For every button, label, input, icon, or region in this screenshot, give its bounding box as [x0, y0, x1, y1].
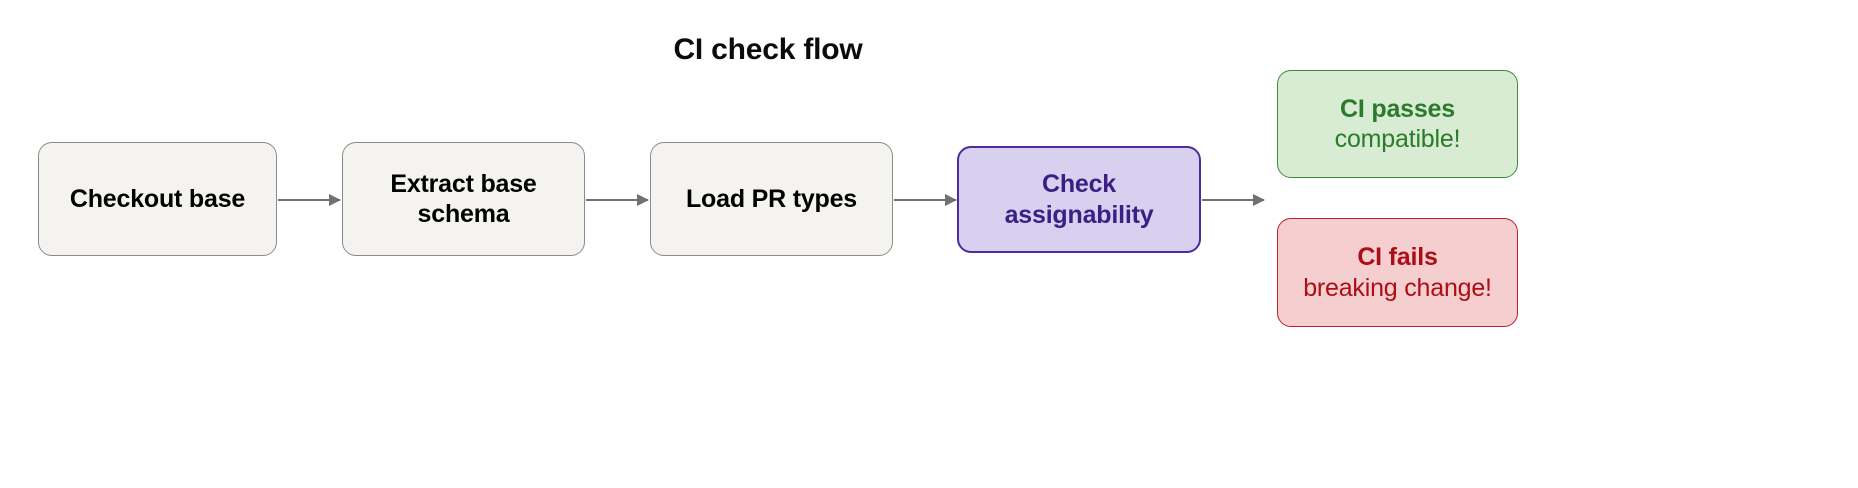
node-ci-passes[interactable]: CI passes compatible!	[1277, 70, 1518, 178]
node-check-assignability-label: Check	[1041, 170, 1117, 198]
edge-extract-base-schema-to-load-pr-types	[586, 194, 649, 206]
node-check-assignability-label-2: assignability	[1004, 200, 1154, 229]
diagram-title: CI check flow	[673, 33, 863, 66]
node-ci-fails[interactable]: CI fails breaking change!	[1277, 218, 1518, 327]
arrowhead-icon	[637, 194, 649, 206]
node-ci-passes-sublabel: compatible!	[1334, 125, 1461, 153]
node-checkout-base-label: Checkout base	[69, 184, 246, 213]
node-extract-base-schema-label: Extract base	[390, 169, 537, 198]
node-checkout-base[interactable]: Checkout base	[38, 142, 277, 256]
edge-checkout-base-to-extract-base-schema	[278, 194, 341, 206]
edge-load-pr-types-to-check-assignability	[894, 194, 957, 206]
node-load-pr-types-label: Load PR types	[685, 184, 858, 213]
node-load-pr-types[interactable]: Load PR types	[650, 142, 893, 256]
arrowhead-icon	[329, 194, 341, 206]
node-ci-passes-label: CI passes	[1340, 94, 1455, 123]
node-extract-base-schema-label-2: schema	[417, 200, 510, 228]
node-ci-fails-sublabel: breaking change!	[1303, 273, 1492, 302]
node-extract-base-schema[interactable]: Extract base schema	[342, 142, 585, 256]
node-ci-fails-label: CI fails	[1357, 243, 1438, 271]
edge-check-assignability-to-ci-passes	[1202, 194, 1265, 206]
arrowhead-icon	[945, 194, 957, 206]
arrowhead-icon	[1253, 194, 1265, 206]
node-check-assignability[interactable]: Check assignability	[957, 146, 1201, 253]
